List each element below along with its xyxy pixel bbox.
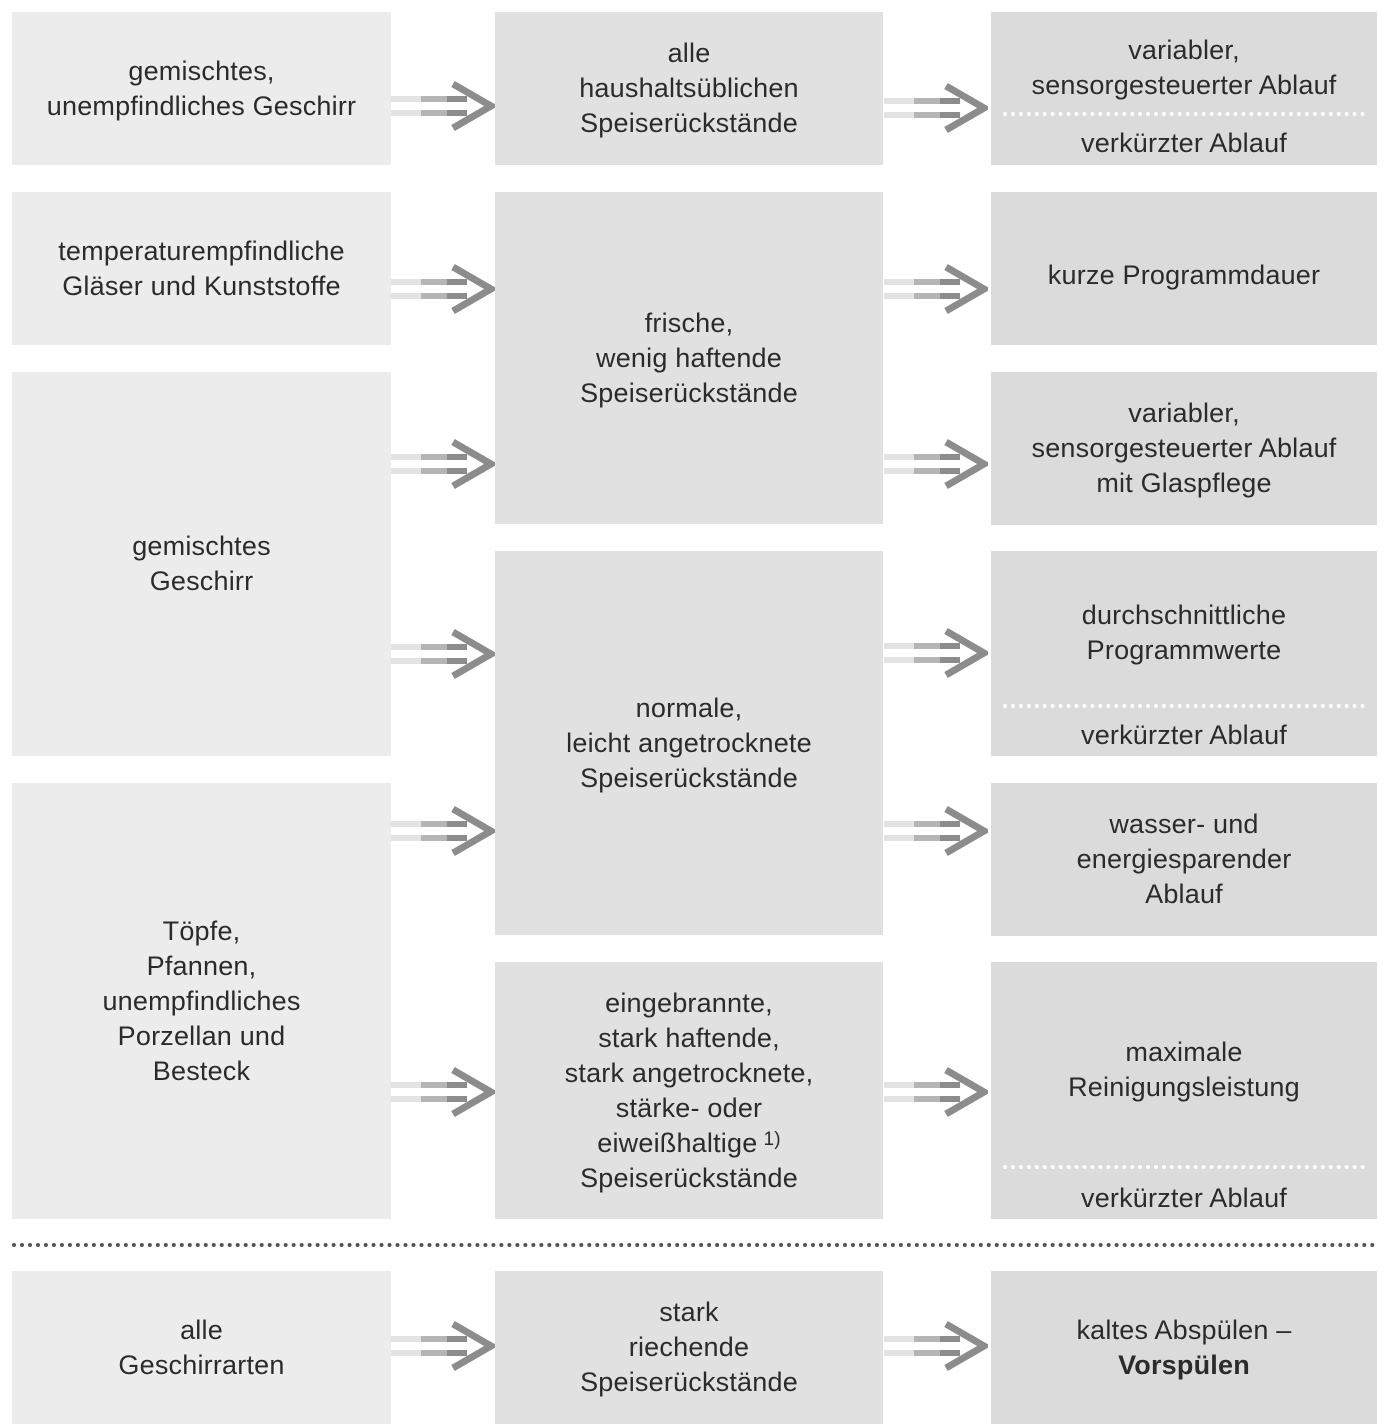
dotted-separator bbox=[1003, 112, 1365, 116]
footnote-marker: 1) bbox=[763, 1128, 781, 1150]
box-line: leicht angetrocknete bbox=[566, 727, 812, 758]
box-line: Speiserückstände bbox=[580, 108, 798, 138]
box-line: variabler, bbox=[1128, 398, 1240, 428]
program-variable-glass-box: variabler, sensorgesteuerter Ablauf mit … bbox=[991, 372, 1377, 525]
double-arrow-right-icon bbox=[391, 805, 495, 857]
box-line: Besteck bbox=[152, 1055, 251, 1086]
residue-burnt-box: eingebrannte, stark haftende, stark ange… bbox=[495, 962, 883, 1219]
program-average-short: verkürzter Ablauf bbox=[991, 717, 1377, 753]
box-line: mit Glaspflege bbox=[1096, 468, 1272, 498]
box-line: variabler, bbox=[1128, 35, 1240, 65]
double-arrow-right-icon bbox=[391, 1066, 495, 1118]
box-line: alle bbox=[667, 38, 711, 68]
box-line: kurze Programmdauer bbox=[1047, 260, 1321, 290]
box-line: verkürzter Ablauf bbox=[1081, 719, 1287, 750]
program-average-box: durchschnittliche Programmwerte verkürzt… bbox=[991, 551, 1377, 756]
double-arrow-right-icon bbox=[884, 438, 988, 490]
box-line: eingebrannte, bbox=[605, 987, 773, 1018]
double-arrow-right-icon bbox=[391, 80, 495, 132]
box-line: normale, bbox=[635, 692, 743, 723]
residue-household-box: alle haushaltsüblichen Speiserückstände bbox=[495, 12, 883, 165]
box-line: wasser- und bbox=[1109, 809, 1259, 839]
dotted-separator bbox=[1003, 704, 1365, 708]
dishes-mixed-box: gemischtes Geschirr bbox=[12, 372, 391, 756]
box-line: riechende bbox=[628, 1332, 750, 1362]
double-arrow-right-icon bbox=[391, 628, 495, 680]
program-prerinse-box: kaltes Abspülen – Vorspülen bbox=[991, 1271, 1377, 1424]
program-variable-box: variabler, sensorgesteuerter Ablauf verk… bbox=[991, 12, 1377, 165]
box-line: unempfindliches Geschirr bbox=[46, 90, 357, 121]
box-line: verkürzter Ablauf bbox=[1081, 1182, 1287, 1213]
dishes-pots-box: Töpfe, Pfannen, unempfindliches Porzella… bbox=[12, 783, 391, 1219]
double-arrow-right-icon bbox=[391, 438, 495, 490]
box-line: kaltes Abspülen – bbox=[1076, 1314, 1292, 1345]
box-line: Speiserückstände bbox=[580, 1367, 798, 1397]
box-line: gemischtes, bbox=[128, 55, 275, 86]
residue-normal-box: normale, leicht angetrocknete Speiserück… bbox=[495, 551, 883, 935]
double-arrow-right-icon bbox=[884, 805, 988, 857]
box-line: Geschirr bbox=[149, 566, 254, 596]
box-line: eiweißhaltige bbox=[597, 1127, 758, 1158]
residue-fresh-box: frische, wenig haftende Speiserückstände bbox=[495, 192, 883, 524]
box-line: sensorgesteuerter Ablauf bbox=[1031, 433, 1337, 463]
box-line: maximale bbox=[1125, 1037, 1243, 1067]
box-line: durchschnittliche bbox=[1081, 600, 1287, 630]
box-line: unempfindliches bbox=[102, 985, 301, 1016]
box-line: Speiserückstände bbox=[580, 762, 798, 793]
program-eco-box: wasser- und energiesparender Ablauf bbox=[991, 783, 1377, 936]
box-line: Töpfe, bbox=[162, 915, 241, 946]
program-max-short: verkürzter Ablauf bbox=[991, 1180, 1377, 1216]
double-arrow-right-icon bbox=[884, 82, 988, 134]
box-line: stärke- oder bbox=[615, 1092, 763, 1123]
double-arrow-right-icon bbox=[884, 1320, 988, 1372]
box-line: wenig haftende bbox=[596, 342, 782, 373]
section-divider-dotted bbox=[12, 1243, 1376, 1247]
box-line: gemischtes bbox=[132, 531, 271, 561]
box-line: stark haftende, bbox=[598, 1022, 780, 1053]
box-line: frische, bbox=[644, 307, 734, 338]
box-line: Gläser und Kunststoffe bbox=[62, 270, 341, 301]
box-line: Programmwerte bbox=[1086, 635, 1282, 665]
program-variable-main: variabler, sensorgesteuerter Ablauf bbox=[991, 26, 1377, 110]
program-short-duration-box: kurze Programmdauer bbox=[991, 192, 1377, 345]
box-line: Reinigungsleistung bbox=[1068, 1072, 1300, 1102]
box-line: Speiserückstände bbox=[580, 377, 798, 408]
dishes-temp-sensitive-box: temperaturempfindliche Gläser und Kunsts… bbox=[12, 192, 391, 345]
box-line: Pfannen, bbox=[146, 950, 257, 981]
box-line: energiesparender bbox=[1076, 844, 1292, 874]
dotted-separator bbox=[1003, 1165, 1365, 1169]
double-arrow-right-icon bbox=[391, 263, 495, 315]
box-line: Porzellan und bbox=[117, 1020, 286, 1051]
box-line: Speiserückstände bbox=[580, 1162, 798, 1193]
box-line: Geschirrarten bbox=[118, 1349, 285, 1380]
box-line: alle bbox=[180, 1314, 223, 1345]
box-line: stark angetrocknete, bbox=[564, 1057, 814, 1088]
box-line: stark bbox=[659, 1297, 719, 1327]
double-arrow-right-icon bbox=[391, 1320, 495, 1372]
residue-smelly-box: stark riechende Speiserückstände bbox=[495, 1271, 883, 1424]
double-arrow-right-icon bbox=[884, 263, 988, 315]
program-max-main: maximale Reinigungsleistung bbox=[991, 1032, 1377, 1108]
program-max-box: maximale Reinigungsleistung verkürzter A… bbox=[991, 962, 1377, 1219]
box-line: sensorgesteuerter Ablauf bbox=[1031, 70, 1337, 100]
program-variable-short: verkürzter Ablauf bbox=[991, 125, 1377, 161]
double-arrow-right-icon bbox=[884, 627, 988, 679]
box-line: Ablauf bbox=[1145, 879, 1223, 909]
box-line: temperaturempfindliche bbox=[58, 235, 345, 266]
box-line: verkürzter Ablauf bbox=[1081, 127, 1287, 158]
box-line: haushaltsüblichen bbox=[579, 73, 799, 103]
double-arrow-right-icon bbox=[884, 1066, 988, 1118]
box-line-bold: Vorspülen bbox=[1118, 1349, 1250, 1380]
program-average-main: durchschnittliche Programmwerte bbox=[991, 595, 1377, 671]
dishes-all-box: alle Geschirrarten bbox=[12, 1271, 391, 1424]
dishes-mixed-robust-box: gemischtes, unempfindliches Geschirr bbox=[12, 12, 391, 165]
